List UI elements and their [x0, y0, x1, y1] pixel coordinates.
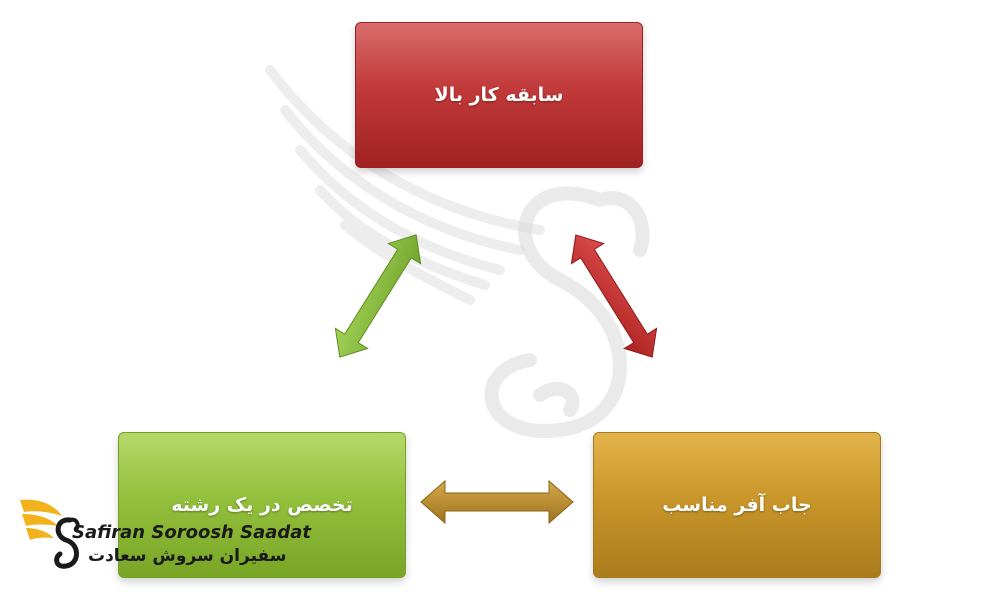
winged-s-icon [20, 499, 80, 569]
arrow-top-right [570, 234, 658, 358]
right-box: جاب آفر مناسب [593, 432, 881, 578]
left-box-label: تخصص در یک رشته [171, 494, 353, 516]
top-box-label: سابقه کار بالا [434, 84, 564, 106]
top-box: سابقه کار بالا [355, 22, 643, 168]
logo-text-persian: سفیران سروش سعادت [88, 546, 287, 566]
right-box-label: جاب آفر مناسب [662, 494, 812, 516]
company-logo: Safiran Soroosh Saadat سفیران سروش سعادت [18, 492, 312, 582]
arrow-left-right [420, 479, 574, 525]
left-box: تخصص در یک رشته [118, 432, 406, 578]
arrow-left-top [334, 234, 422, 358]
logo-text-english: Safiran Soroosh Saadat [72, 522, 312, 543]
